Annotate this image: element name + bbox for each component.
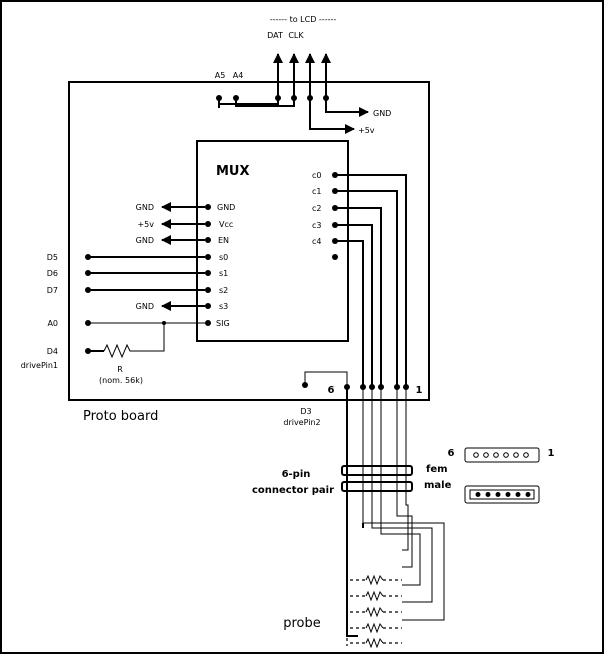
lcd-arrows [273, 53, 331, 98]
mux-pin-c2: c2 [312, 204, 322, 213]
channel-wires [335, 174, 407, 387]
drivepin1-label: drivePin1 [21, 361, 58, 370]
header-pin-dots [302, 371, 409, 390]
board-gnd-label: GND [373, 109, 391, 118]
mux-pin-c4: c4 [312, 237, 322, 246]
connector-male [341, 481, 413, 492]
legend-pin6: 6 [448, 448, 455, 459]
resistor-r [88, 343, 134, 359]
legend-male-connector [464, 485, 540, 504]
mux-pin-c0: c0 [312, 171, 322, 180]
connector-label-2: connector pair [252, 485, 334, 496]
left-5v: +5v [137, 220, 154, 229]
connector-fem [341, 465, 413, 476]
connector-label-1: 6-pin [282, 469, 311, 480]
legend-fem-connector [464, 447, 540, 463]
mux-pin-s2: s2 [219, 286, 228, 295]
d4-label: D4 [47, 347, 58, 356]
d3-sub-label: drivePin2 [283, 418, 320, 427]
left-gnd-2: GND [136, 236, 154, 245]
header-pin1-label: 1 [416, 385, 423, 396]
a5-label: A5 [215, 71, 226, 80]
mux-pin-c3: c3 [312, 221, 322, 230]
mux-pin-en: EN [218, 236, 229, 245]
mux-title: MUX [216, 164, 250, 179]
d7-label: D7 [47, 286, 58, 295]
mux-pin-vcc: Vcc [219, 220, 233, 229]
board-power-arrows [309, 98, 369, 134]
resistor-note: (nom. 56k) [99, 376, 143, 385]
proto-board-title: Proto board [83, 409, 158, 424]
mux-pin-sig: SIG [216, 319, 230, 328]
probe-label: probe [283, 616, 321, 631]
mux-pin-s3: s3 [219, 302, 228, 311]
mux-pin-s0: s0 [219, 253, 228, 262]
resistor-label: R [117, 365, 123, 374]
mux-pin-gnd: GND [217, 203, 235, 212]
probe-resistors [346, 574, 402, 649]
mux-left-pin-dots [205, 204, 211, 326]
d5-label: D5 [47, 253, 58, 262]
a4-label: A4 [233, 71, 244, 80]
mux-power-arrows [161, 202, 205, 311]
proto-board [68, 81, 430, 401]
legend-pin1: 1 [548, 448, 555, 459]
to-lcd-label: ------ to LCD ------ [270, 15, 337, 24]
legend-fem: fem [426, 464, 448, 475]
a0-label: A0 [47, 319, 58, 328]
mux-pin-c1: c1 [312, 187, 322, 196]
a5-a4-wires [216, 95, 329, 108]
header-pin6-label: 6 [328, 385, 335, 396]
left-gnd-1: GND [136, 203, 154, 212]
clk-label: CLK [288, 31, 304, 40]
mux-pin-s1: s1 [219, 269, 228, 278]
legend-male: male [424, 480, 452, 491]
probe-cable-wires [346, 387, 445, 637]
d3-label: D3 [300, 407, 311, 416]
select-line-wires [85, 254, 205, 352]
left-gnd-3: GND [136, 302, 154, 311]
dat-label: DAT [267, 31, 283, 40]
board-5v-label: +5v [358, 126, 375, 135]
mux-right-pin-dots [332, 172, 338, 260]
d6-label: D6 [47, 269, 58, 278]
